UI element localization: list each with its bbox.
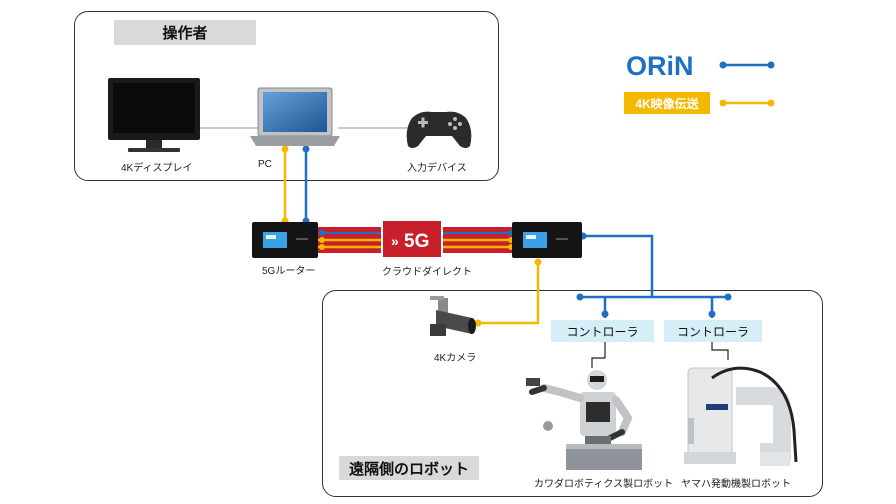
monitor-icon	[108, 78, 200, 152]
fiveg-badge-text: 5G	[404, 231, 429, 252]
router-orin-line	[583, 234, 654, 297]
yamaha-robot-label: ヤマハ発動機製ロボット	[681, 479, 791, 490]
fiveg-badge: » 5G	[381, 219, 443, 259]
router-left-icon	[252, 222, 318, 258]
svg-text:»: »	[391, 233, 399, 249]
scara-robot-icon	[684, 366, 798, 466]
remote-title: 遠隔側のロボット	[339, 456, 479, 480]
pc-label: PC	[258, 159, 272, 170]
legend-orin-label: ORiN	[626, 51, 694, 81]
cloud-direct-label: クラウドダイレクト	[382, 267, 472, 278]
router-label: 5Gルーター	[262, 266, 316, 277]
input-device-label: 入力デバイス	[407, 163, 467, 174]
laptop-icon	[250, 87, 340, 146]
operator-title: 操作者	[114, 20, 256, 45]
camera-video-line	[478, 262, 540, 325]
legend-video-badge: 4K映像伝送	[624, 92, 710, 114]
controller-right: コントローラ	[664, 320, 762, 342]
kawada-robot-label: カワダロボティクス製ロボット	[534, 479, 674, 490]
humanoid-robot-icon	[526, 370, 642, 470]
controller-left: コントローラ	[551, 320, 654, 342]
camera-icon	[430, 296, 476, 336]
gamepad-icon	[406, 111, 472, 148]
camera-label: 4Kカメラ	[434, 353, 477, 364]
router-right-icon	[512, 222, 582, 258]
display-label: 4Kディスプレイ	[121, 163, 193, 174]
orin-logo: ORiN	[626, 51, 694, 81]
